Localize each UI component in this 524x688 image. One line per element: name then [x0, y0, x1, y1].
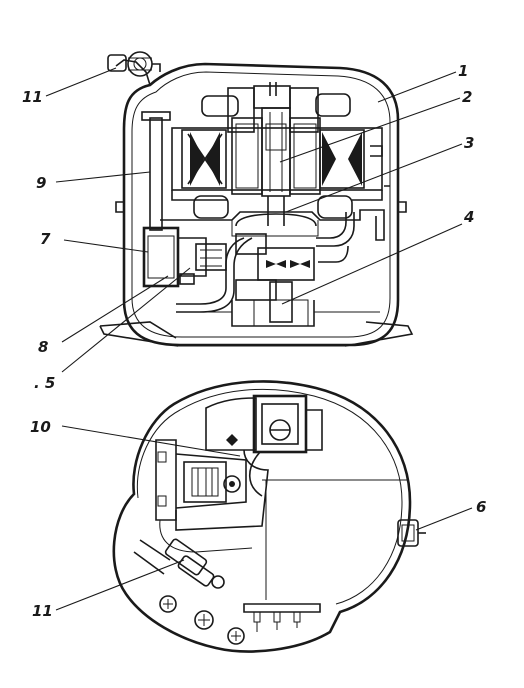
frame: [160, 196, 385, 241]
callout-5: . 5: [34, 374, 55, 392]
leader-11-top: [45, 67, 117, 97]
leader-lines: [45, 67, 473, 611]
callout-6: 6: [476, 498, 486, 516]
leader-3: [285, 143, 463, 213]
plan-section-view: [112, 380, 426, 653]
callout-labels: 1 2 3 4 . 5 6 7 8 9 10 11 11: [22, 62, 486, 620]
mounting-base: [99, 321, 414, 347]
stator-core: [171, 117, 383, 195]
callout-2: 2: [462, 88, 472, 106]
leader-8: [61, 275, 169, 343]
muffler: [142, 226, 227, 288]
callout-11-bottom: 11: [32, 602, 53, 620]
callout-7: 7: [40, 230, 51, 248]
leader-2: [279, 97, 461, 163]
leader-11-bottom: [55, 559, 185, 611]
stator-lower: [171, 190, 383, 219]
leader-1: [377, 71, 457, 103]
leader-7: [63, 239, 149, 253]
right-lug: [398, 201, 407, 213]
leader-5: [61, 267, 191, 373]
electrical-terminals: [243, 603, 321, 632]
housing-shell: [122, 62, 400, 347]
callout-4: 4: [463, 208, 474, 226]
right-pipe: [370, 145, 390, 187]
suction-tube: [141, 111, 171, 231]
fitting-11-top: [107, 51, 161, 86]
callout-3: 3: [464, 134, 474, 152]
callout-10: 10: [30, 418, 51, 436]
callout-11-top: 11: [22, 88, 43, 106]
fitting-11-bottom: [133, 538, 225, 589]
leader-6: [415, 507, 473, 531]
service-ports: [159, 595, 245, 645]
plan-housing-inner: [136, 388, 403, 605]
housing-inner-line: [131, 71, 391, 338]
callout-9: 9: [36, 174, 46, 192]
leader-4: [281, 223, 463, 305]
callout-1: 1: [458, 62, 468, 80]
terminal-fitting-6: [397, 519, 426, 547]
upper-crank: [205, 394, 323, 497]
cylinder-block: [155, 439, 269, 553]
rotor: [261, 107, 291, 197]
leader-10: [61, 425, 241, 457]
plan-housing: [112, 380, 412, 653]
discharge-pipe: [176, 212, 355, 313]
side-section-view: [99, 51, 414, 347]
callout-8: 8: [38, 338, 48, 356]
left-lug: [115, 201, 124, 213]
leader-9: [55, 171, 151, 183]
